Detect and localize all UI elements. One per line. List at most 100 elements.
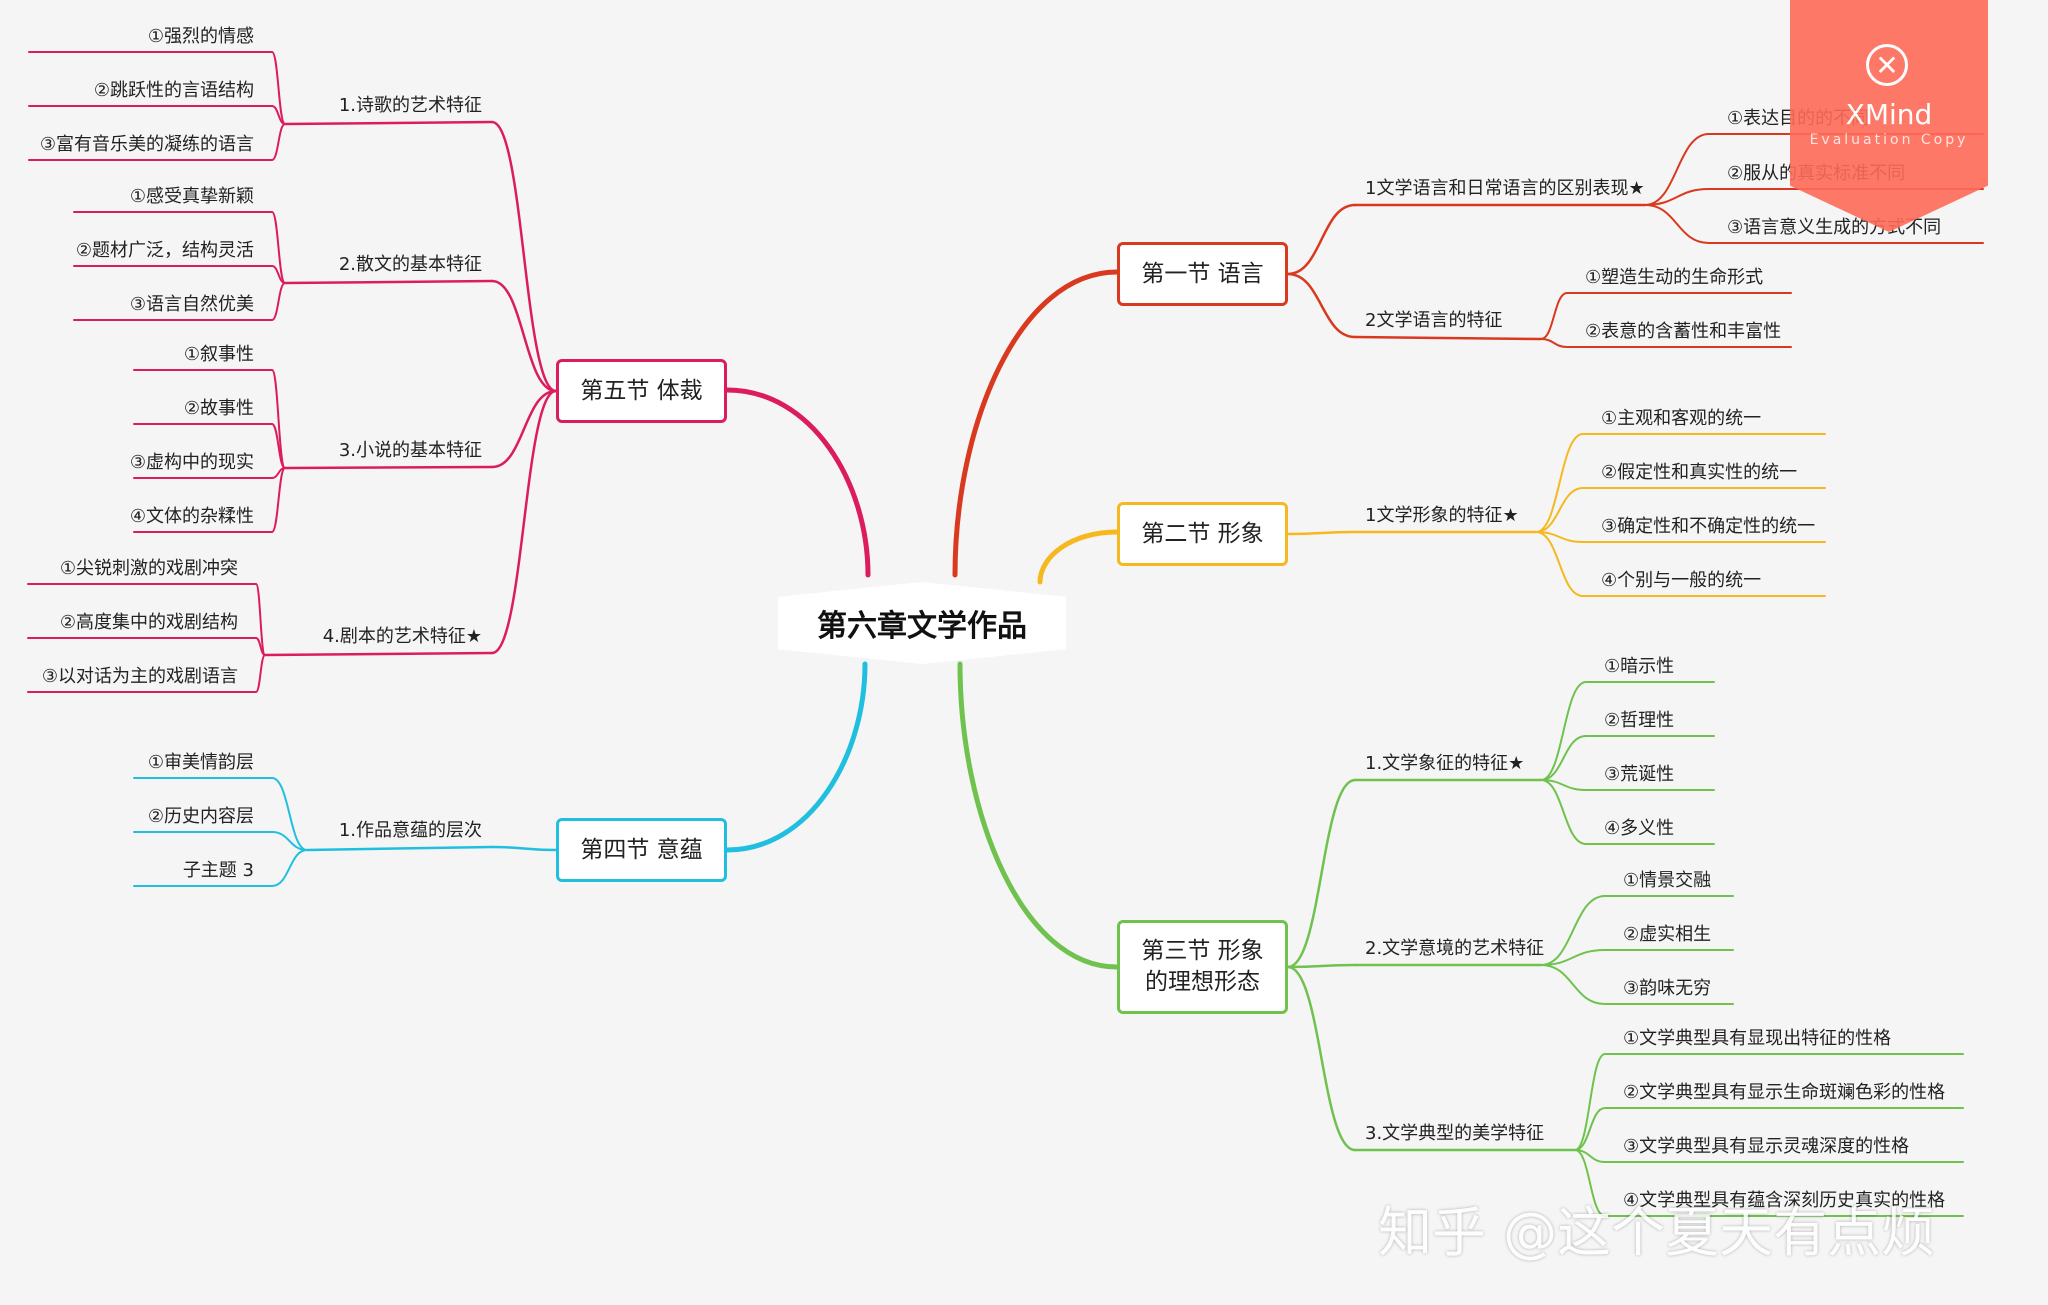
leaf-5-4-2[interactable]: ②高度集中的戏剧结构 (59, 612, 238, 633)
leaf-branch-3-2-1 (1540, 895, 1606, 966)
sub-underline-5-3 (283, 465, 494, 470)
leaf-branch-1-2-2 (1540, 338, 1568, 348)
leaf-branch-5-1-3 (271, 123, 286, 161)
leaf-3-2-1[interactable]: ①情景交融 (1623, 870, 1712, 891)
sub-branch-3-3 (1286, 965, 1357, 1152)
leaf-branch-5-2-3 (271, 282, 286, 321)
leaf-3-3-1[interactable]: ①文学典型具有显现出特征的性格 (1623, 1028, 1892, 1049)
leaf-branch-2-1-4 (1535, 531, 1584, 597)
leaf-5-3-3[interactable]: ③虚构中的现实 (129, 452, 254, 473)
leaf-5-2-2[interactable]: ②题材广泛，结构灵活 (75, 240, 254, 261)
leaf-branch-5-3-4 (271, 467, 286, 533)
central-topic[interactable]: 第六章文学作品 (778, 582, 1066, 664)
leaf-branch-1-1-1 (1644, 133, 1710, 206)
leaf-2-1-3[interactable]: ③确定性和不确定性的统一 (1601, 516, 1816, 537)
leaf-branch-5-3-1 (271, 369, 286, 469)
main-branch-5 (724, 387, 871, 578)
subtopic-4-1[interactable]: 1.作品意蕴的层次 (338, 820, 482, 841)
leaf-3-1-2[interactable]: ②哲理性 (1604, 710, 1675, 731)
leaf-branch-5-4-3 (255, 654, 266, 693)
xmind-evaluation-label: Evaluation Copy (1809, 132, 1969, 148)
main-branch-2 (1037, 529, 1120, 585)
leaf-2-1-1[interactable]: ①主观和客观的统一 (1601, 408, 1762, 429)
subtopic-3-1[interactable]: 1.文学象征的特征★ (1365, 753, 1525, 774)
subtopic-1-1[interactable]: 1文学语言和日常语言的区别表现★ (1365, 178, 1645, 199)
leaf-branch-3-3-4 (1574, 1149, 1606, 1217)
subtopic-3-2[interactable]: 2.文学意境的艺术特征 (1365, 938, 1545, 959)
section-topic-4[interactable]: 第四节 意蕴 (556, 818, 727, 882)
leaf-3-3-4[interactable]: ④文学典型具有蕴含深刻历史真实的性格 (1623, 1190, 1946, 1211)
leaf-branch-5-3-2 (271, 423, 286, 469)
leaf-5-3-4[interactable]: ④文体的杂糅性 (129, 506, 254, 527)
leaf-branch-3-2-3 (1540, 964, 1606, 1005)
main-branch-3 (957, 661, 1120, 970)
sub-branch-3-2 (1286, 963, 1357, 969)
leaf-3-1-4[interactable]: ④多义性 (1604, 818, 1675, 839)
leaf-branch-1-1-3 (1644, 204, 1710, 244)
leaf-3-3-3[interactable]: ③文学典型具有显示灵魂深度的性格 (1623, 1136, 1910, 1157)
leaf-branch-1-1-2 (1644, 188, 1710, 206)
leaf-5-4-3[interactable]: ③以对话为主的戏剧语言 (41, 666, 238, 687)
sub-branch-4-1 (490, 845, 558, 852)
sub-branch-5-1 (490, 120, 558, 393)
central-topic-label: 第六章文学作品 (817, 609, 1027, 644)
xmind-watermark: ✕ XMind Evaluation Copy (1790, 0, 1988, 232)
sub-underline-4-1 (305, 845, 494, 852)
sub-branch-1-2 (1286, 272, 1357, 339)
sub-underline-5-2 (283, 279, 494, 285)
leaf-5-1-2[interactable]: ②跳跃性的言语结构 (93, 80, 254, 101)
close-x-icon: ✕ (1866, 44, 1908, 86)
leaf-5-2-1[interactable]: ①感受真挚新颖 (129, 186, 254, 207)
leaf-branch-4-1-2 (271, 831, 308, 851)
leaf-2-1-4[interactable]: ④个别与一般的统一 (1601, 570, 1762, 591)
leaf-4-1-3[interactable]: 子主题 3 (182, 860, 254, 881)
subtopic-5-1[interactable]: 1.诗歌的艺术特征 (338, 95, 482, 116)
zhihu-watermark: 知乎 @这个夏天有点烦 (1378, 1201, 1936, 1264)
leaf-3-1-3[interactable]: ③荒诞性 (1604, 764, 1675, 785)
subtopic-2-1[interactable]: 1文学形象的特征★ (1365, 505, 1519, 526)
section-topic-2[interactable]: 第二节 形象 (1117, 502, 1288, 566)
leaf-3-1-1[interactable]: ①暗示性 (1604, 656, 1675, 677)
main-branch-1 (952, 269, 1120, 578)
leaf-branch-3-1-4 (1540, 779, 1587, 845)
leaf-branch-3-1-1 (1540, 681, 1587, 781)
leaf-branch-5-1-1 (271, 51, 286, 125)
leaf-3-2-2[interactable]: ②虚实相生 (1623, 924, 1712, 945)
leaf-branch-1-2-1 (1540, 292, 1568, 340)
leaf-1-2-2[interactable]: ②表意的含蓄性和丰富性 (1585, 321, 1782, 342)
leaf-4-1-1[interactable]: ①审美情韵层 (147, 752, 254, 773)
subtopic-1-2[interactable]: 2文学语言的特征 (1365, 310, 1503, 331)
leaf-1-2-1[interactable]: ①塑造生动的生命形式 (1585, 267, 1764, 288)
subtopic-3-3[interactable]: 3.文学典型的美学特征 (1365, 1123, 1545, 1144)
leaf-5-1-3[interactable]: ③富有音乐美的凝练的语言 (39, 134, 254, 155)
section-topic-1[interactable]: 第一节 语言 (1117, 242, 1288, 306)
leaf-2-1-2[interactable]: ②假定性和真实性的统一 (1601, 462, 1798, 483)
leaf-5-3-1[interactable]: ①叙事性 (183, 344, 254, 365)
leaf-4-1-2[interactable]: ②历史内容层 (147, 806, 254, 827)
leaf-5-3-2[interactable]: ②故事性 (183, 398, 254, 419)
leaf-branch-3-3-2 (1574, 1107, 1606, 1151)
leaf-branch-5-4-1 (255, 583, 266, 656)
subtopic-5-4[interactable]: 4.剧本的艺术特征★ (322, 626, 482, 647)
leaf-branch-4-1-3 (271, 849, 308, 887)
leaf-5-1-1[interactable]: ①强烈的情感 (147, 26, 254, 47)
sub-branch-5-2 (490, 279, 558, 393)
leaf-3-2-3[interactable]: ③韵味无穷 (1623, 978, 1712, 999)
subtopic-5-3[interactable]: 3.小说的基本特征 (338, 440, 482, 461)
leaf-5-2-3[interactable]: ③语言自然优美 (129, 294, 254, 315)
subtopic-5-2[interactable]: 2.散文的基本特征 (338, 254, 482, 275)
leaf-5-4-1[interactable]: ①尖锐刺激的戏剧冲突 (59, 558, 238, 579)
leaf-branch-2-1-2 (1535, 487, 1584, 533)
section-topic-5[interactable]: 第五节 体裁 (556, 359, 727, 423)
leaf-branch-2-1-1 (1535, 433, 1584, 533)
sub-underline-5-4 (263, 651, 494, 657)
leaf-3-3-2[interactable]: ②文学典型具有显示生命斑斓色彩的性格 (1623, 1082, 1946, 1103)
leaf-branch-5-2-1 (271, 211, 286, 284)
sub-branch-1-1 (1286, 203, 1357, 276)
main-branch-4 (724, 661, 868, 853)
section-topic-3[interactable]: 第三节 形象 的理想形态 (1117, 920, 1288, 1014)
sub-underline-5-1 (283, 120, 494, 126)
leaf-branch-3-1-2 (1540, 735, 1587, 781)
